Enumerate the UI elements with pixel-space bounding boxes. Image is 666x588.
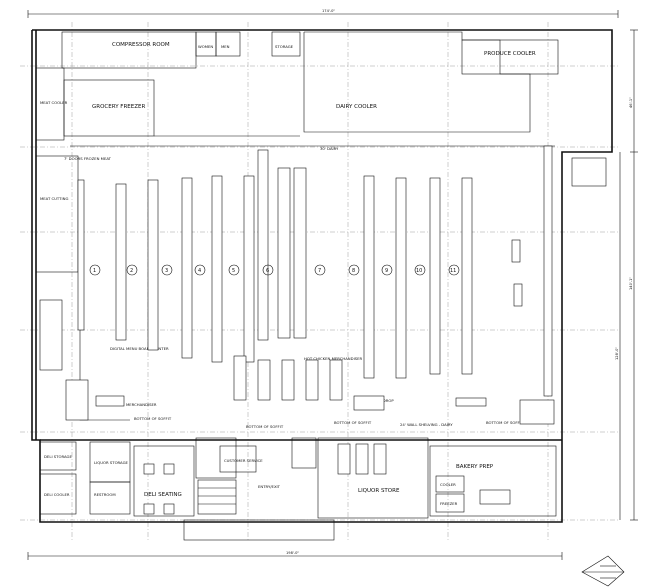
room-deli-seating: DELI SEATING	[144, 492, 182, 498]
north-arrow-icon	[581, 555, 625, 587]
dim-right-top: 46'-1"	[629, 97, 633, 108]
aisle-1: 1	[93, 268, 96, 274]
room-liquor-store: LIQUOR STORE	[358, 488, 400, 494]
room-dairy-cooler: DAIRY COOLER	[336, 104, 377, 110]
room-liquor-storage: LIQUOR STORAGE	[94, 460, 129, 465]
room-women: WOMEN	[198, 44, 213, 49]
room-compressor: COMPRESSOR ROOM	[112, 42, 170, 48]
dimension-lines: 174'-0" 198'-0" 46'-1" 140'-1" 128'-0"	[27, 9, 638, 560]
label-soffit-4: BOTTOM OF SOFFIT	[486, 420, 524, 425]
dim-right-low: 128'-0"	[615, 347, 619, 360]
room-cooler: COOLER	[440, 482, 456, 487]
room-meat-cutting: MEAT CUTTING	[40, 196, 68, 201]
label-soffit-3: BOTTOM OF SOFFIT	[334, 420, 372, 425]
aisle-10: 10	[416, 268, 422, 274]
room-grocery-freezer: GROCERY FREEZER	[92, 104, 145, 110]
room-men: MEN	[221, 44, 230, 49]
room-customer-service: CUSTOMER SERVICE	[224, 458, 263, 463]
deli-counter	[39, 299, 555, 425]
room-deli-storage: DELI STORAGE	[44, 454, 72, 459]
gondolas	[77, 145, 553, 397]
dim-top: 174'-0"	[322, 9, 335, 13]
aisle-2: 2	[130, 268, 133, 274]
aisle-11: 11	[450, 268, 456, 274]
room-restroom: RESTROOM	[94, 492, 116, 497]
back-rooms: COMPRESSOR ROOM WOMEN MEN STORAGE PRODUC…	[35, 31, 607, 273]
label-soffit-2: BOTTOM OF SOFFIT	[246, 424, 284, 429]
dim-bottom: 198'-0"	[286, 551, 299, 555]
room-produce-cooler: PRODUCE COOLER	[484, 51, 536, 57]
front-rooms: DELI STORAGE DELI COOLER LIQUOR STORAGE …	[39, 437, 562, 541]
aisle-5: 5	[232, 268, 235, 274]
label-wall-shelving-dairy: 24' WALL SHELVING - DAIRY	[400, 422, 453, 427]
label-soffit-1: BOTTOM OF SOFFIT	[134, 416, 172, 421]
room-deli-cooler: DELI COOLER	[44, 492, 70, 497]
label-frozen-meat: 7' DOORS FROZEN MEAT	[64, 156, 112, 161]
label-hot-chicken: HOT CHICKEN MERCHANDISER	[304, 356, 363, 361]
label-merchandiser: MERCHANDISER	[126, 402, 157, 407]
aisle-6: 6	[266, 268, 269, 274]
aisle-markers: 1 2 3 4 5 6 7 8 9 10 11	[89, 264, 460, 276]
label-dairy-wall: 30' DAIRY	[320, 146, 339, 151]
label-digital-menu: DIGITAL MENU BOARD CENTER	[110, 346, 169, 351]
aisle-8: 8	[352, 268, 355, 274]
checkout-lanes	[233, 355, 487, 411]
room-freezer: FREEZER	[440, 501, 458, 506]
room-entry-exit: ENTRY/EXIT	[258, 484, 281, 489]
dim-right-mid: 140'-1"	[629, 277, 633, 290]
room-bakery-prep: BAKERY PREP	[456, 464, 494, 470]
aisle-7: 7	[318, 268, 321, 274]
room-meat-cooler: MEAT COOLER	[40, 100, 68, 105]
room-storage: STORAGE	[275, 44, 294, 49]
aisle-4: 4	[198, 268, 201, 274]
aisle-9: 9	[385, 268, 388, 274]
aisle-3: 3	[165, 268, 168, 274]
